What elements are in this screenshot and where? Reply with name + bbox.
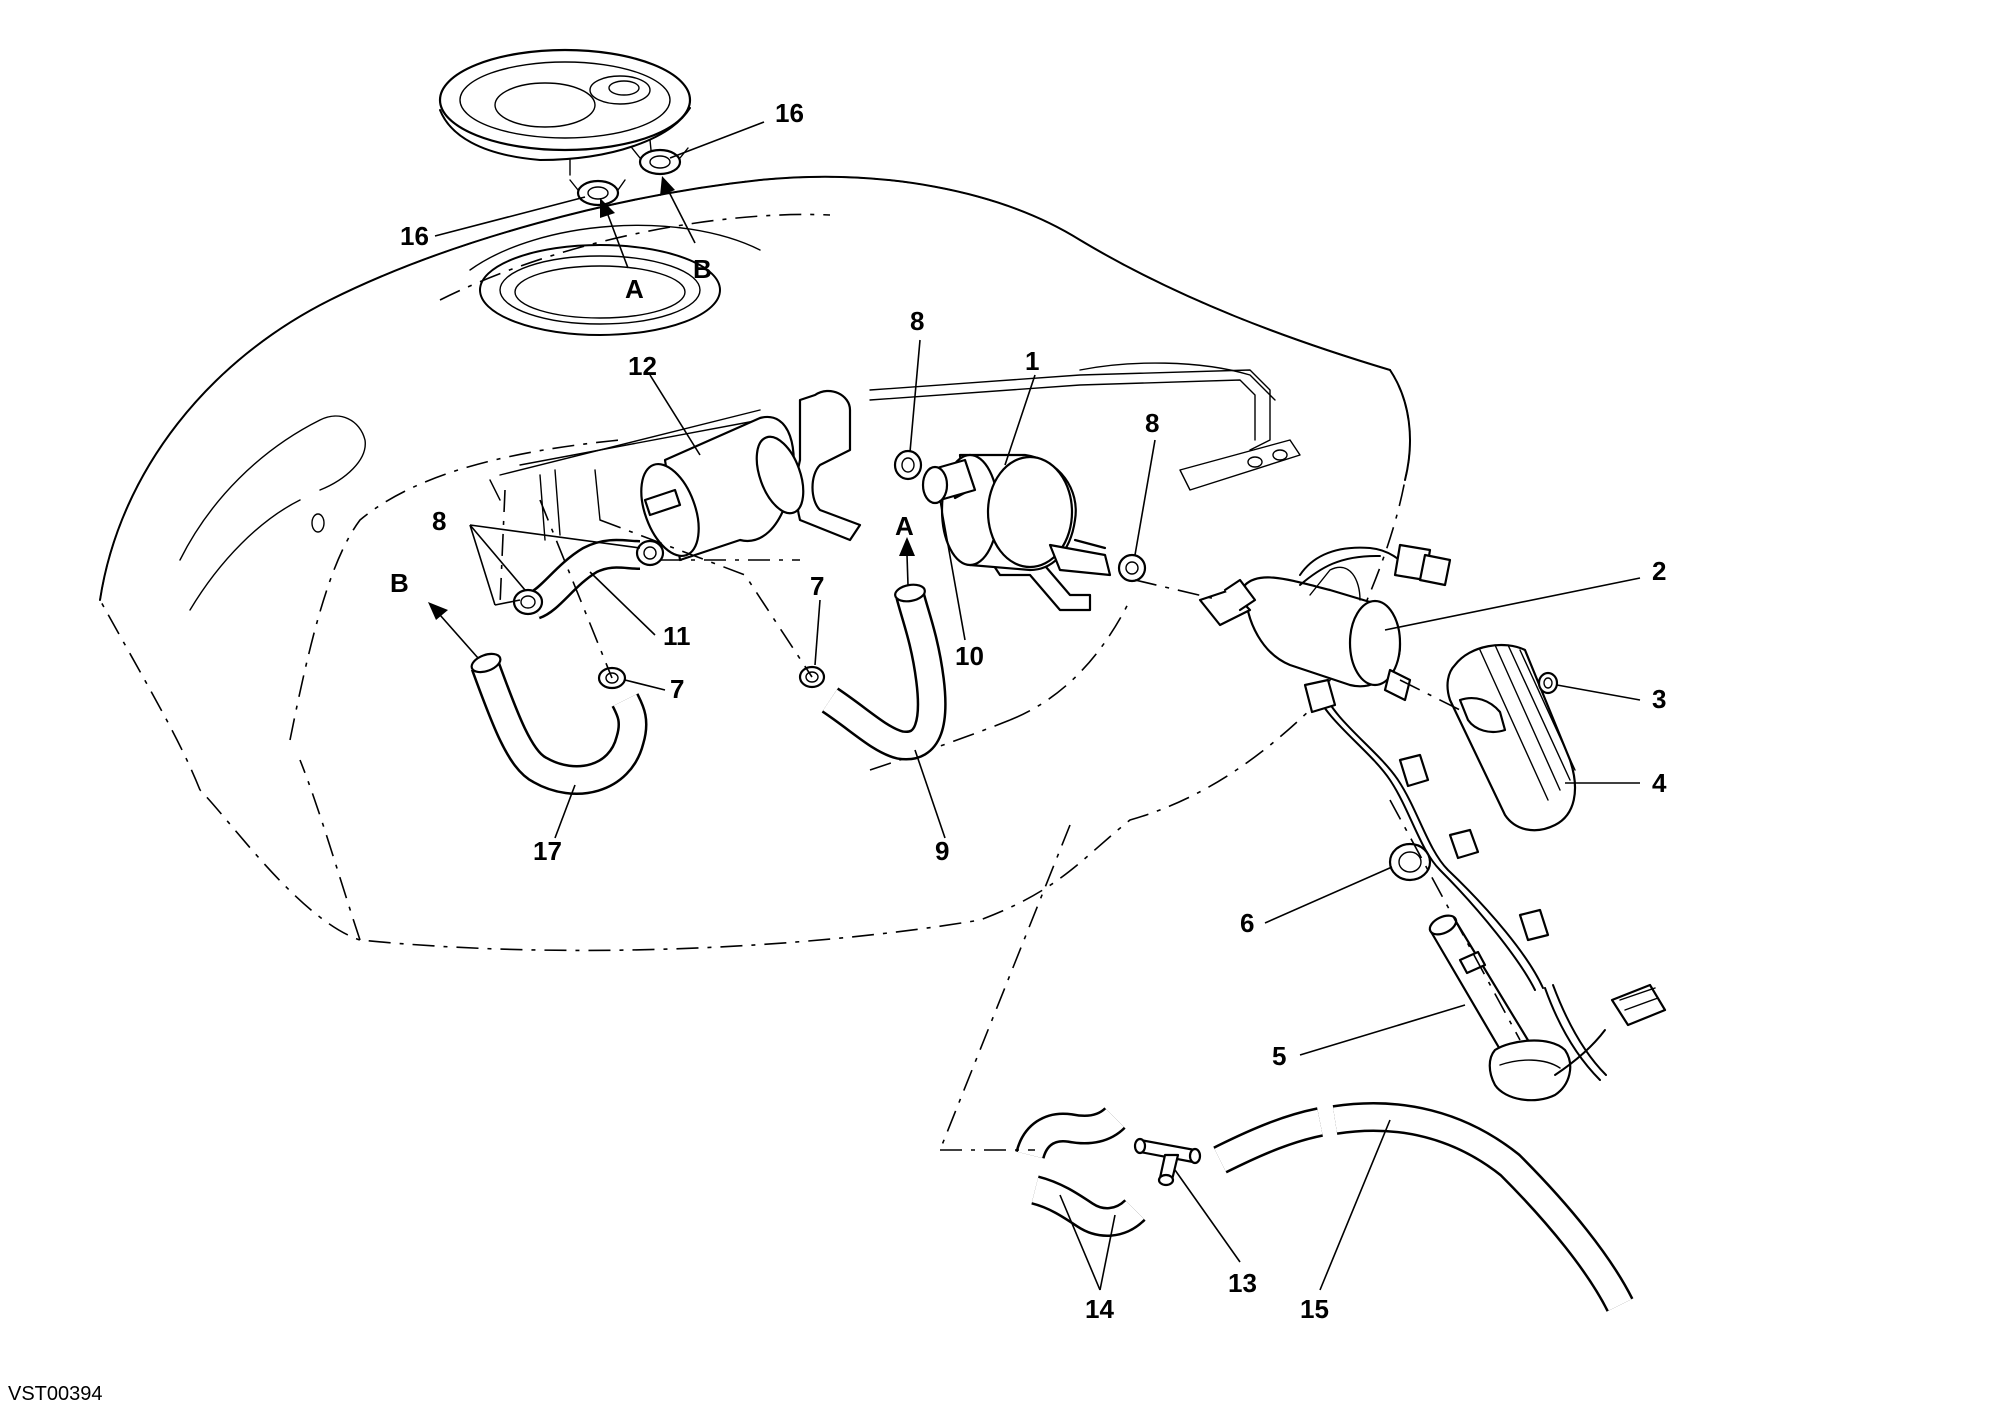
callout-13: 13: [1228, 1268, 1257, 1298]
in-tank-pump-2: [1198, 566, 1412, 702]
callout-8-upper: 8: [910, 306, 924, 336]
callout-4: 4: [1652, 768, 1667, 798]
mark-a-top: A: [625, 274, 644, 304]
nut-3: [1537, 671, 1559, 695]
mark-a-hose: A: [895, 511, 914, 541]
mark-b-hose: B: [390, 568, 409, 598]
fuel-tank-body: [99, 175, 1411, 611]
leader-lines: [428, 121, 1641, 1291]
callout-7-left: 7: [670, 674, 684, 704]
pump-flange-5: [1428, 914, 1667, 1102]
hose-11: [528, 538, 641, 620]
callout-6: 6: [1240, 908, 1254, 938]
fuel-pump-1: [940, 453, 1112, 577]
callout-16-left: 16: [400, 221, 429, 251]
hose-14-upper: [1015, 1106, 1126, 1160]
clamp-8-right: [1117, 553, 1147, 583]
callout-8-right: 8: [1145, 408, 1159, 438]
callout-1: 1: [1025, 346, 1039, 376]
hose-15-long: [1332, 1102, 1634, 1312]
clamp-8-left: [512, 588, 544, 616]
hose-17: [470, 652, 648, 795]
hose-15-short: [1213, 1107, 1324, 1174]
callout-2: 2: [1652, 556, 1666, 586]
callout-16-right: 16: [775, 98, 804, 128]
t-fitting-13: [1133, 1137, 1202, 1187]
callout-15: 15: [1300, 1294, 1329, 1324]
fuel-filter-12: [640, 415, 805, 562]
pump-strainer-4: [1446, 643, 1577, 832]
tank-filler-opening: [469, 224, 761, 336]
callout-17: 17: [533, 836, 562, 866]
pump-bracket: [795, 389, 1092, 612]
callout-3: 3: [1652, 684, 1666, 714]
callout-9: 9: [935, 836, 949, 866]
callout-12: 12: [628, 351, 657, 381]
diagram-reference-code: VST00394: [8, 1383, 103, 1405]
pump-inlet-10: [921, 458, 977, 505]
hose-9: [821, 583, 947, 761]
callout-7-right: 7: [810, 571, 824, 601]
clamp-16-right: [631, 147, 689, 176]
fuel-tank-outline: [99, 176, 1411, 952]
callout-8-left: 8: [432, 506, 446, 536]
o-ring-6: [1388, 842, 1432, 882]
wiring-harness: [1299, 543, 1607, 1081]
clamp-8-upper: [893, 449, 923, 481]
callout-labels: 16 16 A B 8 12 1 8 8 2 A 7 B 11 10 7 3 4…: [390, 98, 1667, 1324]
callout-5: 5: [1272, 1041, 1286, 1071]
clamp-16-left: [569, 179, 626, 207]
tank-fuel-pipes: [489, 362, 1301, 541]
assembly-centerlines: [499, 489, 1521, 1151]
callout-14: 14: [1085, 1294, 1114, 1324]
callout-11: 11: [663, 621, 691, 651]
hose-14-lower: [1030, 1175, 1146, 1237]
callout-10: 10: [955, 641, 984, 671]
mark-b-top: B: [693, 254, 712, 284]
clamp-8-mid: [635, 539, 665, 567]
